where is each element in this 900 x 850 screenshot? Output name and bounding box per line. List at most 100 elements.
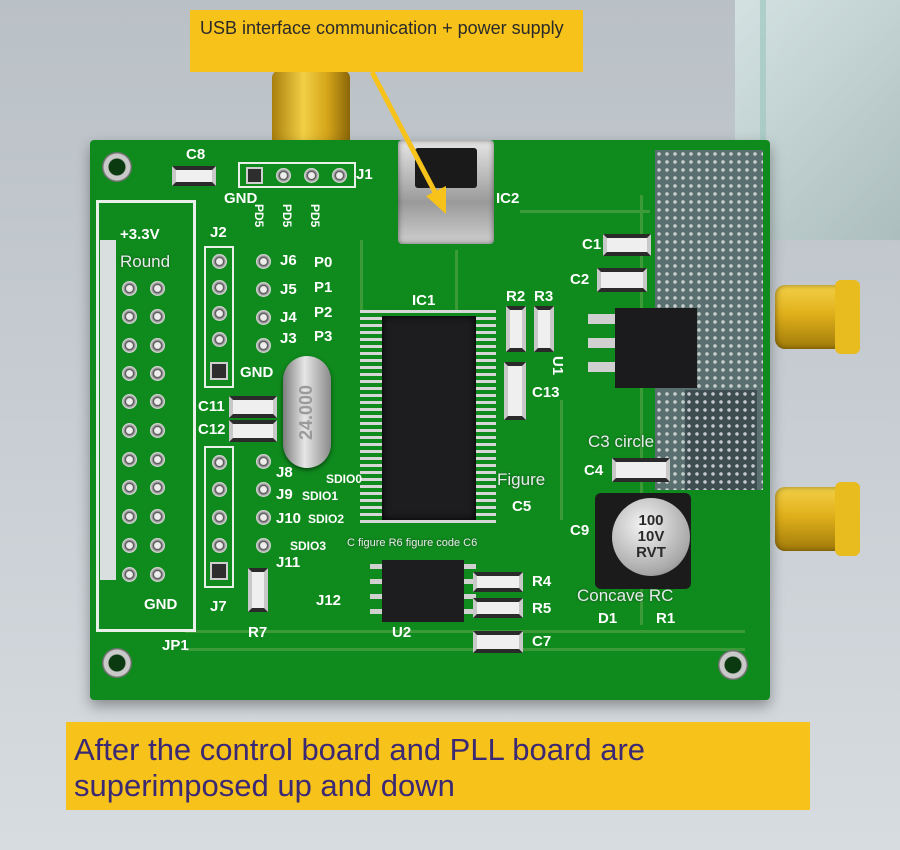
silk-p3: P3 (314, 328, 333, 345)
jp1-pin (150, 452, 165, 467)
jp1-pin (150, 567, 165, 582)
test-point-j11 (256, 538, 271, 553)
silk-c12: C12 (198, 421, 226, 438)
silk-j3: J3 (280, 330, 297, 347)
smd-c2 (597, 268, 647, 292)
silk-c7: C7 (532, 633, 552, 650)
bottom-banner-text: After the control board and PLL board ar… (74, 732, 646, 803)
silk-r7: R7 (248, 624, 268, 641)
sma-connector-right-top (775, 285, 845, 349)
silk-d1: D1 (598, 610, 618, 627)
cap-marking-3: RVT (636, 544, 666, 561)
jp1-pin (122, 366, 137, 381)
sma-cap-right-top (835, 280, 860, 354)
jp1-header-strip (100, 240, 116, 580)
perfboard-area-lower (685, 390, 757, 490)
jp1-pin (150, 423, 165, 438)
silk-c13: C13 (532, 384, 560, 401)
regulator-u1-pads (588, 314, 618, 386)
trace (185, 630, 745, 633)
smd-c13 (504, 362, 526, 420)
test-point-j9 (256, 482, 271, 497)
j2-pin (212, 280, 227, 295)
jp1-pin (150, 509, 165, 524)
j7-header-outline (204, 446, 234, 588)
jp1-pin (122, 338, 137, 353)
test-point-j8 (256, 454, 271, 469)
smd-c1 (603, 234, 651, 256)
j2-pin (212, 254, 227, 269)
silk-c9: C9 (570, 522, 590, 539)
test-point-j5 (256, 282, 271, 297)
usb-port-opening (415, 148, 477, 188)
trace (520, 210, 650, 213)
sma-connector-right-bottom (775, 487, 845, 551)
jp1-pin (122, 394, 137, 409)
j2-pin (212, 306, 227, 321)
j7-square-pad (210, 562, 228, 580)
silk-j8: J8 (276, 464, 293, 481)
silk-u1: U1 (549, 356, 566, 376)
u2-chip (382, 560, 464, 622)
jp1-pin (122, 538, 137, 553)
smd-r5 (473, 598, 523, 618)
trace (560, 400, 563, 520)
bottom-banner: After the control board and PLL board ar… (66, 722, 810, 810)
smd-c8 (172, 166, 216, 186)
silk-sdio1: SDIO1 (302, 489, 339, 503)
mounting-hole (102, 152, 132, 182)
silk-p1: P1 (314, 279, 333, 296)
test-point-j6 (256, 254, 271, 269)
silk-pd5-c: PD5 (308, 204, 322, 228)
silk-gnd-bottom: GND (144, 596, 178, 613)
silk-c1: C1 (582, 236, 602, 253)
overlay-c3-circle: C3 circle (588, 432, 655, 451)
silk-j7: J7 (210, 598, 227, 615)
silk-j5: J5 (280, 281, 297, 298)
overlay-concave-rc: Concave RC (577, 586, 674, 605)
silk-j9: J9 (276, 486, 293, 503)
j7-pin (212, 482, 227, 497)
jp1-pin (122, 423, 137, 438)
smd-r7 (248, 568, 268, 612)
silk-c8: C8 (186, 146, 206, 163)
silk-sdio2: SDIO2 (308, 512, 345, 526)
jp1-pin (122, 509, 137, 524)
jp1-pin (150, 538, 165, 553)
mounting-hole (718, 650, 748, 680)
trace (185, 648, 745, 651)
top-header-pin (304, 168, 319, 183)
silk-j12: J12 (316, 592, 342, 609)
trace (360, 240, 363, 310)
j7-pin (212, 455, 227, 470)
test-point-j3 (256, 338, 271, 353)
jp1-pin (150, 366, 165, 381)
jp1-pin (122, 452, 137, 467)
sma-cap-right-bottom (835, 482, 860, 556)
silk-3v3: +3.3V (120, 226, 160, 243)
silk-sdio3: SDIO3 (290, 539, 327, 553)
j2-header-outline (204, 246, 234, 388)
silk-ic1: IC1 (412, 292, 436, 309)
jp1-header-outline (96, 200, 196, 632)
j2-square-pad (210, 362, 228, 380)
smd-r4 (473, 572, 523, 592)
jp1-pin (150, 394, 165, 409)
jp1-pin (122, 281, 137, 296)
silk-j11: J11 (276, 554, 301, 571)
silk-j1: J1 (356, 166, 373, 183)
silk-sdio0: SDIO0 (326, 472, 363, 486)
silk-r4: R4 (532, 573, 552, 590)
trace (455, 250, 458, 310)
smd-r2 (506, 306, 526, 352)
jp1-pin (150, 480, 165, 495)
jp1-pin (122, 309, 137, 324)
silk-u2: U2 (392, 624, 412, 641)
top-header-pin (276, 168, 291, 183)
smd-r3 (534, 306, 554, 352)
silk-gnd-mid: GND (240, 364, 274, 381)
electrolytic-capacitor-can: 100 10V RVT (612, 498, 690, 576)
jp1-pin (150, 309, 165, 324)
jp1-pin (150, 281, 165, 296)
top-header-square-pad (246, 167, 263, 184)
